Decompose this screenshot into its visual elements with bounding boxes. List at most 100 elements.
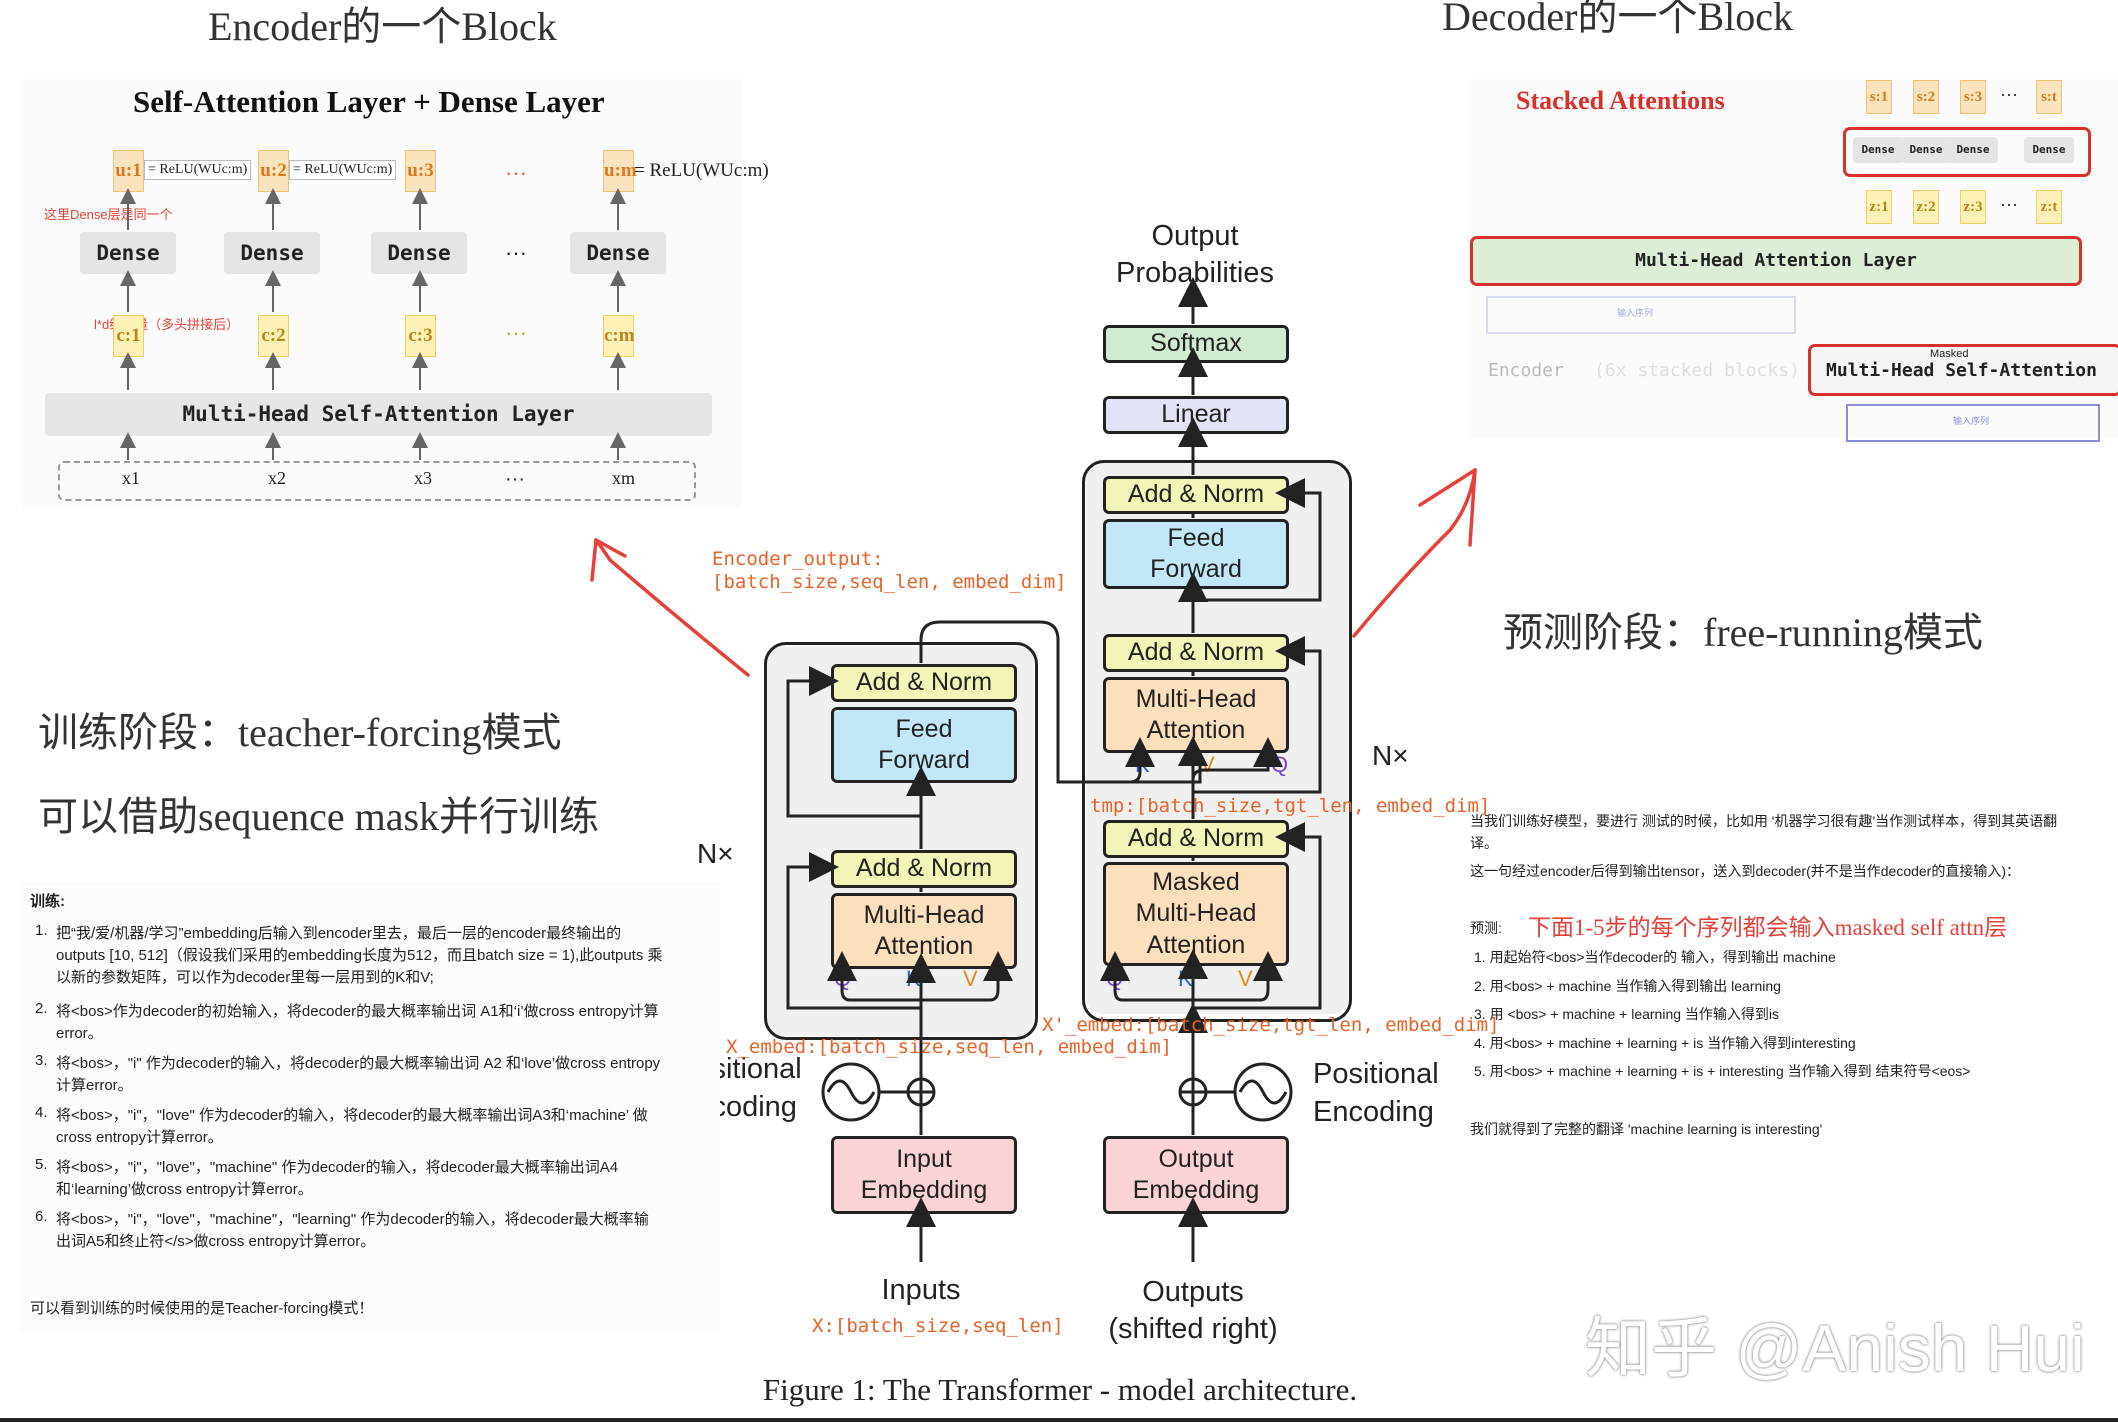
um-box: u:m — [603, 150, 637, 192]
predict-intro-3: 这一句经过encoder后得到输出tensor，送入到decoder(并不是当作… — [1470, 863, 2021, 879]
st-box: s:t — [2036, 80, 2062, 114]
dec-add-norm-2: Add & Norm — [1103, 634, 1289, 672]
s3-box: s:3 — [1960, 80, 1986, 114]
c1-box: c:1 — [113, 315, 144, 357]
training-step-line: 将<bos>，"i"，"love" 作为decoder的输入，将decoder的… — [56, 1107, 648, 1124]
predict-footer: 我们就得到了完整的翻译 'machine learning is interes… — [1470, 1121, 1823, 1137]
dec-add-norm-3-label: Add & Norm — [1127, 480, 1265, 509]
dec-pos-line1: Positional — [1313, 1058, 1439, 1090]
faded-encoder-stack: (6x stacked blocks) — [1594, 360, 1800, 381]
masked-line1: Masked — [1152, 868, 1240, 897]
predict-mode-heading: 预测阶段：free-running模式 — [1503, 610, 1983, 655]
training-footer: 可以看到训练的时候使用的是Teacher-forcing模式！ — [30, 1300, 374, 1317]
decoder-block-heading: Decoder的一个Block — [1442, 0, 1794, 39]
decoder-panel-title: Stacked Attentions — [1516, 86, 1725, 115]
s2-box: s:2 — [1913, 80, 1939, 114]
predict-step-item: 1. 用起始符<bos>当作decoder的 输入，得到输出 machine — [1474, 949, 1836, 965]
enc-add-norm-2-label: Add & Norm — [855, 668, 993, 697]
u3-box: u:3 — [405, 150, 436, 192]
masked-mhsa-label: Multi-Head Self-Attention — [1826, 360, 2097, 381]
c3-box: c:3 — [405, 315, 436, 357]
input-emb-line1: Input — [896, 1144, 952, 1173]
ellipsis-u: ··· — [505, 160, 527, 185]
training-step-line: cross entropy计算error。 — [56, 1129, 223, 1146]
dec-dense-1: Dense — [1853, 137, 1903, 163]
outputs-line1: Outputs — [1142, 1276, 1244, 1308]
training-step-line: 将<bos>，"i" 作为decoder的输入，将decoder的最大概率输出词… — [56, 1055, 661, 1072]
x3-label: x3 — [414, 468, 432, 488]
zt-box: z:t — [2036, 190, 2062, 224]
dec-ff-line1: Feed — [1167, 523, 1225, 552]
training-step-line: 将<bos>，"i"，"love"，"machine" 作为decoder的输入… — [56, 1159, 619, 1176]
z2-box: z:2 — [1913, 190, 1939, 224]
u1-box: u:1 — [113, 150, 144, 192]
training-step-line: 出词A5和终止符</s>做cross entropy计算error。 — [56, 1233, 376, 1250]
predict-intro-1: 当我们训练好模型，要进行 测试的时候，比如用 '机器学习很有趣'当作测试样本，得… — [1470, 813, 2058, 829]
dec-dense-2: Dense — [1901, 137, 1951, 163]
training-step-line: 将<bos>，"i"，"love"，"machine"，"learning" 作… — [56, 1211, 649, 1228]
output-probs-line1: Output — [1151, 220, 1239, 252]
faded-seq-label: 输入序列 — [1617, 308, 1654, 318]
z1-box: z:1 — [1866, 190, 1892, 224]
encoder-block-heading: Encoder的一个Block — [208, 4, 557, 49]
enc-add-norm-1-label: Add & Norm — [855, 854, 993, 883]
dense-row-highlight — [1843, 127, 2091, 177]
dec-pos-encoding-label: Positional Encoding — [1313, 1055, 1439, 1131]
encoder-panel-title: Self-Attention Layer + Dense Layer — [133, 84, 605, 119]
decoder-input-row — [1846, 404, 2100, 442]
masked-mhsa-box — [1808, 344, 2118, 396]
dec-cross-att-line1: Multi-Head — [1135, 684, 1257, 713]
training-step-number: 2. — [35, 1000, 48, 1017]
training-step-line: error。 — [56, 1025, 103, 1042]
bottom-rule — [0, 1418, 2118, 1422]
dec-add-norm-1: Add & Norm — [1103, 820, 1289, 858]
zhihu-watermark: 知乎 @Anish Hui — [1585, 1311, 2085, 1385]
x2-label: x2 — [268, 468, 286, 488]
training-step-number: 5. — [35, 1156, 48, 1173]
enc-output-line2: [batch_size,seq_len, embed_dim] — [712, 571, 1067, 593]
ellipsis-z: ··· — [2000, 194, 2018, 214]
training-step-number: 1. — [35, 922, 48, 939]
figure-caption: Figure 1: The Transformer - model archit… — [762, 1372, 1358, 1407]
dec-dense-t: Dense — [2024, 137, 2074, 163]
s1-box: s:1 — [1866, 80, 1892, 114]
enc-ff-line1: Feed — [895, 714, 953, 743]
dec-add-norm-1-label: Add & Norm — [1127, 824, 1265, 853]
dec-pos-line2: Encoding — [1313, 1096, 1434, 1128]
dec-nx-label: N× — [1372, 740, 1409, 771]
predict-red-note: 下面1-5步的每个序列都会输入masked self attn层 — [1528, 915, 2008, 940]
predict-step-item: 3. 用 <bos> + machine + learning 当作输入得到is — [1474, 1006, 1780, 1022]
xm-label: xm — [612, 468, 636, 488]
enc-add-norm-1: Add & Norm — [831, 850, 1017, 888]
ellipsis-dense: ··· — [505, 240, 527, 265]
training-step-number: 4. — [35, 1104, 48, 1121]
x-embed-dec-annotation: X'_embed:[batch_size,tgt_len, embed_dim] — [1042, 1014, 1500, 1036]
dense-1: Dense — [80, 232, 176, 274]
enc-add-norm-2: Add & Norm — [831, 664, 1017, 702]
relu-formula-2: = ReLU(WUc:m) — [289, 160, 397, 180]
decoder-stack-shell — [1082, 460, 1352, 1022]
predict-intro-2: 译。 — [1470, 835, 1498, 851]
dec-add-norm-3: Add & Norm — [1103, 476, 1289, 514]
enc-v-label: V — [963, 966, 978, 991]
training-step-line: 和‘learning’做cross entropy计算error。 — [56, 1181, 313, 1198]
dec-dense-3: Dense — [1948, 137, 1998, 163]
dense-2: Dense — [224, 232, 320, 274]
training-step-line: 计算error。 — [56, 1077, 133, 1094]
cm-box: c:m — [603, 315, 635, 357]
decoder-input-seq-label: 输入序列 — [1953, 416, 1990, 426]
predict-label: 预测: — [1470, 920, 1502, 936]
training-parallel-heading: 可以借助sequence mask并行训练 — [38, 794, 600, 839]
outputs-label: Outputs (shifted right) — [1093, 1274, 1293, 1348]
inputs-label: Inputs — [881, 1274, 961, 1306]
faded-u-row — [1486, 296, 1796, 334]
faded-encoder-label: Encoder — [1488, 360, 1564, 381]
dec-masked-v-label: V — [1238, 966, 1253, 991]
predict-step-item: 2. 用<bos> + machine 当作输入得到输出 learning — [1474, 977, 1781, 994]
z3-box: z:3 — [1960, 190, 1986, 224]
enc-att-line1: Multi-Head — [863, 900, 985, 929]
x1-label: x1 — [122, 468, 140, 488]
masked-small-label: Masked — [1930, 348, 1969, 360]
dec-add-norm-2-label: Add & Norm — [1127, 638, 1265, 667]
